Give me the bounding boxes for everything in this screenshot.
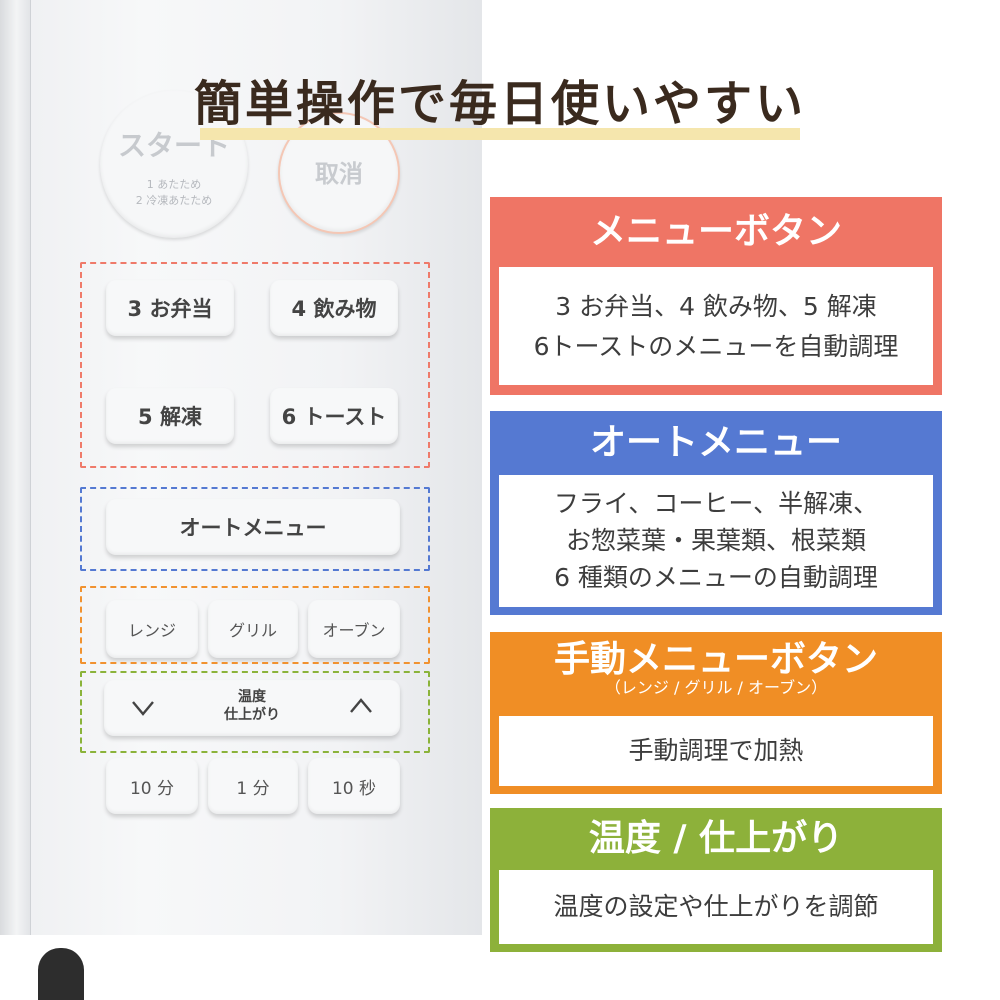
manual-menu-highlight: [80, 586, 430, 664]
range-button[interactable]: レンジ: [106, 600, 198, 658]
finish-label: 仕上がり: [224, 707, 280, 723]
microwave-foot: [38, 948, 84, 1000]
auto-menu-card: オートメニュー フライ、コーヒー、半解凍、 お惣菜葉・果葉類、根菜類 6 種類の…: [490, 411, 942, 615]
headline-underline: [200, 128, 800, 140]
temperature-card-body: 温度の設定や仕上がりを調節: [499, 870, 933, 944]
one-minute-button[interactable]: 1 分: [208, 758, 298, 814]
temperature-card: 温度 / 仕上がり 温度の設定や仕上がりを調節: [490, 808, 942, 952]
auto-menu-highlight: [80, 487, 430, 571]
chevron-up-icon[interactable]: [348, 694, 374, 720]
toast-button[interactable]: 6 トースト: [270, 388, 398, 444]
start-button[interactable]: スタート 1 あたため 2 冷凍あたため: [100, 90, 248, 238]
manual-menu-card-body: 手動調理で加熱: [499, 716, 933, 786]
ten-seconds-button[interactable]: 10 秒: [308, 758, 400, 814]
cancel-button-label: 取消: [315, 160, 363, 188]
temperature-finish-label: 温度 仕上がり: [104, 688, 400, 724]
drink-button[interactable]: 4 飲み物: [270, 280, 398, 336]
menu-buttons-highlight: [80, 262, 430, 468]
defrost-button[interactable]: 5 解凍: [106, 388, 234, 444]
menu-button-card: メニューボタン 3 お弁当、4 飲み物、5 解凍 6トーストのメニューを自動調理: [490, 197, 942, 395]
temperature-finish-button[interactable]: 温度 仕上がり: [104, 680, 400, 736]
auto-menu-card-line1: フライ、コーヒー、半解凍、: [553, 489, 879, 518]
auto-menu-card-body: フライ、コーヒー、半解凍、 お惣菜葉・果葉類、根菜類 6 種類のメニューの自動調…: [499, 475, 933, 607]
start-button-sub2: 2 冷凍あたため: [135, 194, 213, 207]
menu-button-card-body: 3 お弁当、4 飲み物、5 解凍 6トーストのメニューを自動調理: [499, 267, 933, 385]
menu-button-card-line2: 6トーストのメニューを自動調理: [533, 332, 899, 361]
panel-edge: [0, 0, 31, 945]
auto-menu-card-title: オートメニュー: [589, 422, 842, 463]
grill-button[interactable]: グリル: [208, 600, 298, 658]
bento-button[interactable]: 3 お弁当: [106, 280, 234, 336]
start-button-sub1: 1 あたため: [146, 178, 202, 191]
temperature-highlight: [80, 671, 430, 753]
auto-menu-card-line3: 6 種類のメニューの自動調理: [554, 563, 878, 592]
ten-minutes-button[interactable]: 10 分: [106, 758, 198, 814]
oven-button[interactable]: オーブン: [308, 600, 400, 658]
temperature-card-title: 温度 / 仕上がり: [588, 818, 844, 859]
manual-menu-card-subtitle: （レンジ / グリル / オーブン）: [604, 678, 828, 697]
manual-menu-card: 手動メニューボタン （レンジ / グリル / オーブン） 手動調理で加熱: [490, 632, 942, 794]
chevron-down-icon[interactable]: [130, 694, 156, 720]
manual-menu-card-title: 手動メニューボタン: [553, 639, 878, 680]
menu-button-card-line1: 3 お弁当、4 飲み物、5 解凍: [555, 292, 877, 321]
auto-menu-button[interactable]: オートメニュー: [106, 499, 400, 555]
headline: 簡単操作で毎日使いやすい: [193, 76, 806, 132]
temperature-label: 温度: [238, 689, 266, 705]
menu-button-card-title: メニューボタン: [589, 211, 842, 252]
auto-menu-card-line2: お惣菜葉・果葉類、根菜類: [565, 526, 866, 555]
